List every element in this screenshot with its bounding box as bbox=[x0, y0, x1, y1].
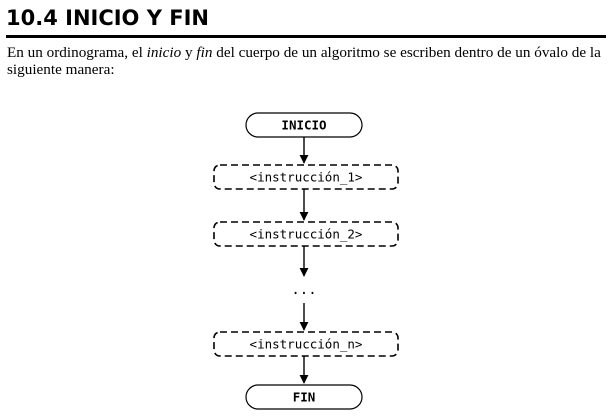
instruction-box-1 bbox=[213, 164, 399, 190]
term-fin: fin bbox=[196, 44, 213, 61]
paragraph-text-2: y bbox=[181, 44, 197, 61]
instruction-label-n: <instrucción_n> bbox=[250, 337, 363, 352]
start-label: INICIO bbox=[281, 118, 326, 133]
heading-rule bbox=[6, 35, 606, 38]
section-heading: 10.4 INICIO Y FIN bbox=[6, 6, 209, 30]
instruction-box-2 bbox=[213, 221, 399, 247]
end-oval bbox=[245, 384, 363, 410]
instruction-box-n bbox=[213, 331, 399, 357]
instruction-label-2: <instrucción_2> bbox=[250, 227, 363, 242]
paragraph-text-1: En un ordinograma, el bbox=[7, 44, 147, 61]
ellipsis-label: ... bbox=[291, 282, 316, 298]
intro-paragraph: En un ordinograma, el inicio y fin del c… bbox=[7, 44, 607, 78]
instruction-label-1: <instrucción_1> bbox=[250, 170, 363, 185]
end-label: FIN bbox=[293, 390, 316, 405]
paragraph-text-3: del cuerpo de un algoritmo se escriben d… bbox=[7, 44, 601, 78]
term-inicio: inicio bbox=[146, 44, 182, 61]
